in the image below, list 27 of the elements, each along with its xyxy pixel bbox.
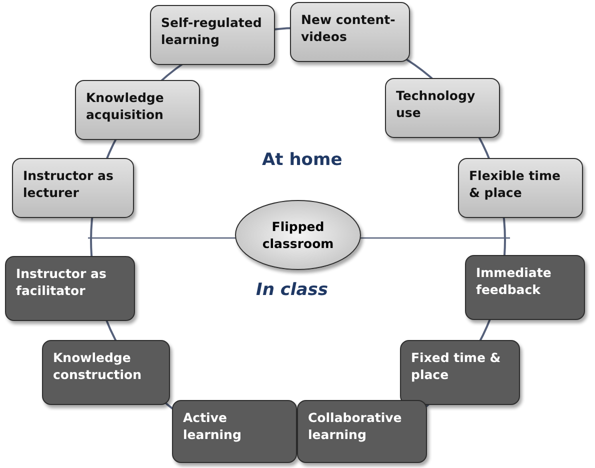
node-text: Collaborative learning [308,409,403,443]
process-box [290,2,410,62]
process-box [465,255,585,320]
section-label: At home [262,150,342,170]
process-box [5,256,135,321]
node-text: Knowledge acquisition [86,89,165,123]
node-text: Technology use [396,87,476,121]
process-box [42,340,170,405]
node-text: Immediate feedback [476,264,552,298]
process-box [400,340,520,405]
process-box [172,400,297,463]
section-label: In class [256,280,328,300]
node-text: Flexible time & place [469,167,562,201]
process-box [75,80,200,140]
node-text: Instructor as lecturer [23,167,114,201]
process-box [150,5,275,65]
node-text: Self-regulated learning [161,14,263,48]
node-text: Active learning [183,409,242,443]
process-box [458,158,583,218]
node-text: Knowledge construction [53,349,143,383]
node-text: Instructor as facilitator [16,265,108,299]
process-box [385,78,500,138]
node-text: New content-videos [301,11,396,45]
process-box [297,400,427,463]
node-text: Flipped classroom [261,218,335,252]
node-text: Fixed time & place [411,349,502,383]
process-box [12,158,134,218]
